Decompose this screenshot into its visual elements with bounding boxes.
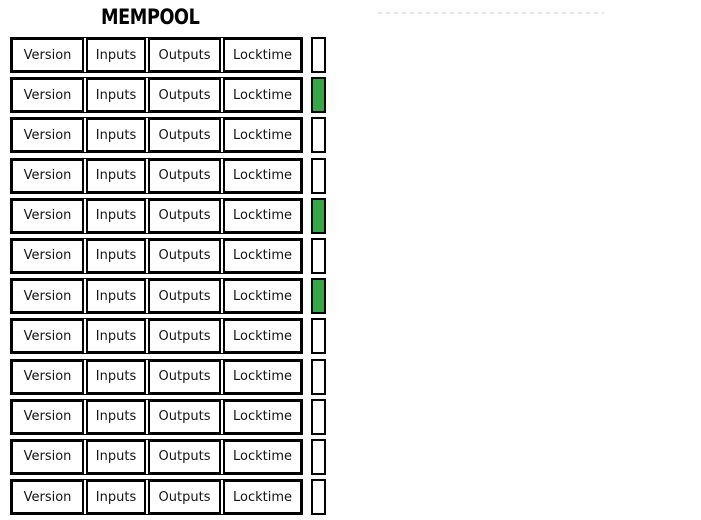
tx-field-version: Version — [11, 319, 84, 354]
tx-field-inputs: Inputs — [86, 439, 146, 474]
tx-status-flag-white — [311, 157, 326, 194]
tx-field-outputs: Outputs — [148, 198, 221, 233]
tx-field-version: Version — [11, 439, 84, 474]
tx-status-flag-white — [311, 358, 326, 395]
tx-field-outputs: Outputs — [148, 319, 221, 354]
tx-field-version: Version — [11, 198, 84, 233]
blockchain-divider-dashed-line — [378, 12, 604, 14]
tx-field-inputs: Inputs — [86, 238, 146, 273]
tx-field-locktime: Locktime — [223, 118, 302, 153]
tx-field-locktime: Locktime — [223, 78, 302, 113]
tx-field-inputs: Inputs — [86, 118, 146, 153]
tx-field-version: Version — [11, 238, 84, 273]
tx-field-locktime: Locktime — [223, 399, 302, 434]
tx-field-version: Version — [11, 480, 84, 515]
tx-field-inputs: Inputs — [86, 319, 146, 354]
tx-status-flag-green — [311, 278, 326, 315]
tx-status-flag-white — [311, 318, 326, 355]
tx-field-version: Version — [11, 78, 84, 113]
tx-field-inputs: Inputs — [86, 198, 146, 233]
tx-status-flag-white — [311, 479, 326, 516]
tx-field-inputs: Inputs — [86, 359, 146, 394]
tx-field-locktime: Locktime — [223, 198, 302, 233]
tx-field-outputs: Outputs — [148, 359, 221, 394]
tx-field-outputs: Outputs — [148, 399, 221, 434]
tx-field-version: Version — [11, 359, 84, 394]
tx-field-outputs: Outputs — [148, 238, 221, 273]
tx-field-locktime: Locktime — [223, 279, 302, 314]
tx-field-inputs: Inputs — [86, 38, 146, 72]
tx-field-version: Version — [11, 279, 84, 314]
tx-field-outputs: Outputs — [148, 279, 221, 314]
tx-field-locktime: Locktime — [223, 359, 302, 394]
tx-status-flag-green — [311, 77, 326, 114]
tx-field-inputs: Inputs — [86, 158, 146, 193]
tx-field-outputs: Outputs — [148, 118, 221, 153]
tx-status-flag-white — [311, 117, 326, 154]
page-title: MEMPOOL — [101, 5, 200, 29]
tx-field-version: Version — [11, 399, 84, 434]
tx-field-locktime: Locktime — [223, 238, 302, 273]
tx-field-locktime: Locktime — [223, 319, 302, 354]
tx-status-flag-white — [311, 237, 326, 274]
tx-field-inputs: Inputs — [86, 480, 146, 515]
tx-status-flag-white — [311, 37, 326, 73]
tx-field-locktime: Locktime — [223, 480, 302, 515]
tx-field-version: Version — [11, 158, 84, 193]
tx-field-outputs: Outputs — [148, 439, 221, 474]
tx-field-outputs: Outputs — [148, 158, 221, 193]
tx-field-outputs: Outputs — [148, 38, 221, 72]
tx-field-locktime: Locktime — [223, 439, 302, 474]
tx-field-inputs: Inputs — [86, 399, 146, 434]
tx-field-outputs: Outputs — [148, 78, 221, 113]
tx-status-flag-white — [311, 398, 326, 435]
tx-field-inputs: Inputs — [86, 279, 146, 314]
tx-field-locktime: Locktime — [223, 38, 302, 72]
tx-status-flag-white — [311, 438, 326, 475]
tx-field-locktime: Locktime — [223, 158, 302, 193]
tx-field-version: Version — [11, 118, 84, 153]
tx-status-flag-green — [311, 197, 326, 234]
tx-field-version: Version — [11, 38, 84, 72]
tx-field-outputs: Outputs — [148, 480, 221, 515]
tx-field-inputs: Inputs — [86, 78, 146, 113]
